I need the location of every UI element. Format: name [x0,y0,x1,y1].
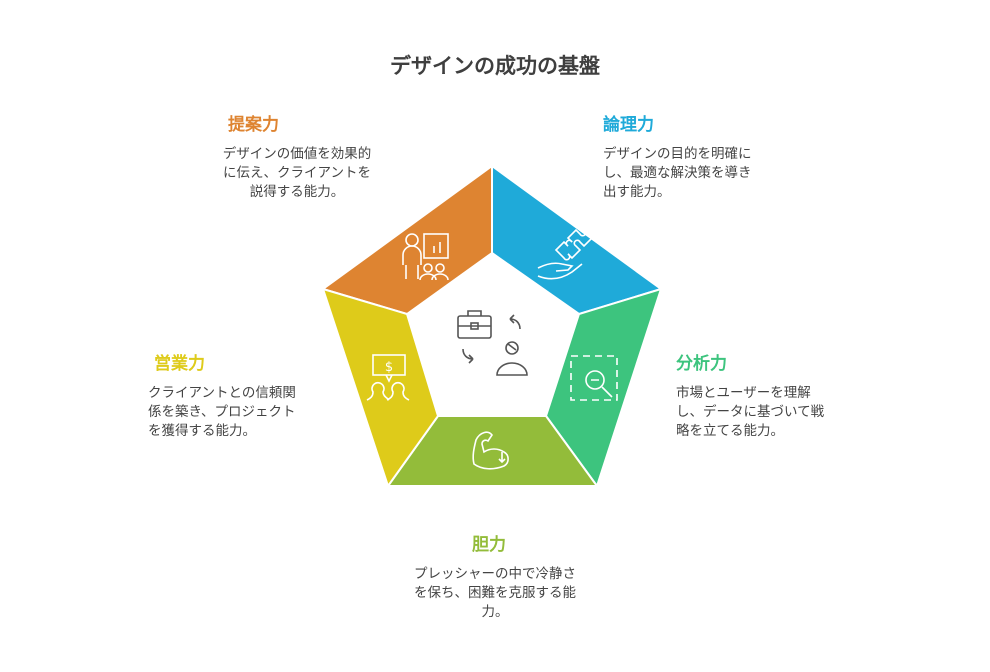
flexed-arm-icon [472,431,509,470]
briefcase-person-cycle-icon [457,310,528,376]
diagram-title: デザインの成功の基盤 [390,54,600,78]
dollar-chat-icon: $ [366,354,410,401]
heading-sales: 営業力 [154,354,205,374]
desc-analysis: 市場とユーザーを理解し、データに基づいて戦略を立てる能力。 [676,385,825,439]
desc-proposal: デザインの価値を効果的に伝え、クライアントを説得する能力。 [222,146,372,200]
desc-logic: デザインの目的を明確にし、最適な解決策を導き出す能力。 [603,146,752,200]
segment-sales [321,287,440,489]
svg-text:$: $ [385,360,393,375]
magnify-icon [570,355,618,401]
puzzle-hand-icon [537,225,594,280]
heading-analysis: 分析力 [676,354,727,374]
heading-proposal: 提案力 [228,115,279,135]
heading-courage: 胆力 [472,535,506,555]
desc-sales: クライアントとの信頼関係を築き、プロジェクトを獲得する能力。 [148,385,296,439]
heading-logic: 論理力 [603,115,654,135]
desc-courage: プレッシャーの中で冷静さを保ち、困難を克服する能力。 [414,566,576,620]
presentation-icon [402,233,449,281]
